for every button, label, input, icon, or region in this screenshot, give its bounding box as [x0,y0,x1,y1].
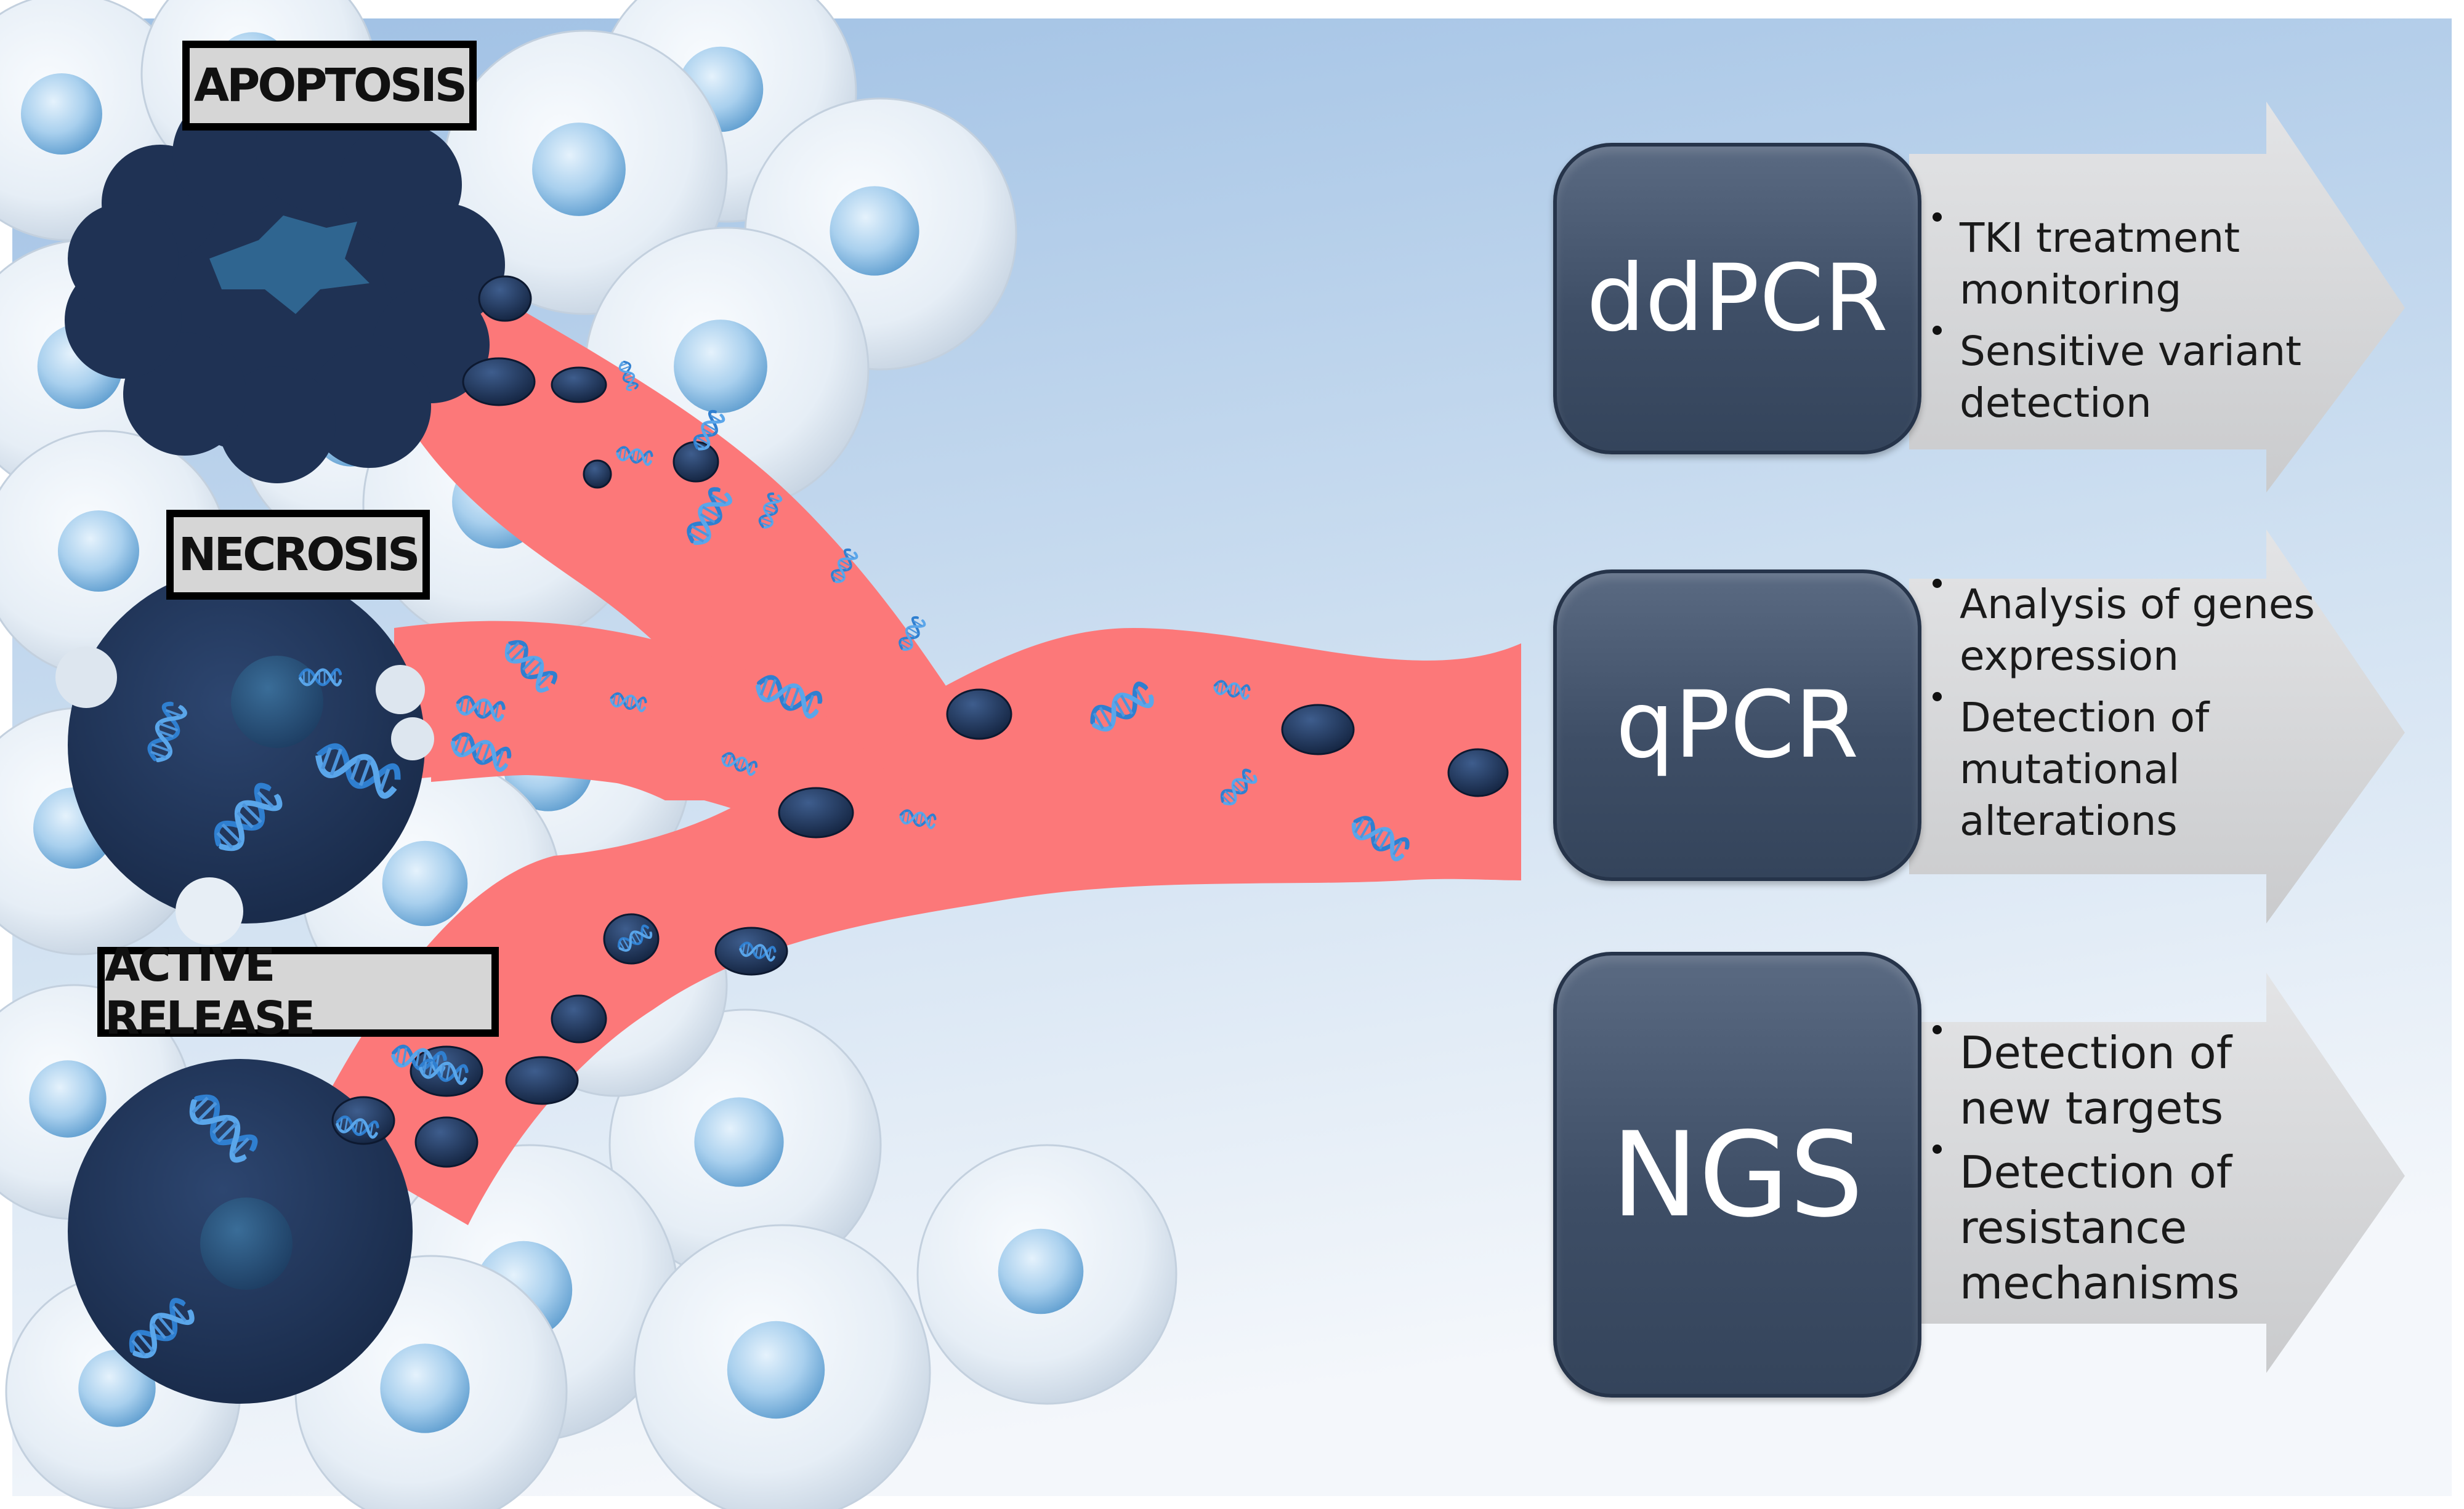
bullet-text: Analysis of genes expression [1960,581,2315,680]
arrows [1909,102,2405,1373]
method-box-ngs: NGS [1553,952,1921,1398]
label-necrosis: NECROSIS [166,510,430,600]
bullet-item: Sensitive variant detection [1928,326,2328,429]
method-box-ddpcr: ddPCR [1553,143,1921,454]
bullet-text: Detection of resistance mechanisms [1960,1146,2240,1309]
exosome-icon [778,787,854,839]
exosome-icon [1447,748,1509,797]
exosome-icon [478,275,532,322]
arrow-qpcr [1909,529,2405,924]
bullet-text: TKI treatment monitoring [1960,214,2240,313]
bullet-item: Detection of resistance mechanisms [1928,1145,2328,1311]
bullet-text: Sensitive variant detection [1960,328,2302,427]
necrotic-cell [55,566,434,945]
exosome-icon [505,1056,579,1105]
exosome-icon [462,357,536,406]
method-qpcr-label: qPCR [1615,672,1859,779]
method-ddpcr-label: ddPCR [1586,245,1888,352]
exosome-icon [583,459,612,489]
exosome-icon [414,1116,479,1168]
label-active-release: ACTIVE RELEASE [97,939,499,1045]
bullet-item: Detection of new targets [1928,1025,2328,1136]
qpcr-bullets: Analysis of genes expression Detection o… [1928,579,2328,847]
bullet-item: Analysis of genes expression [1928,579,2328,682]
vesicles [331,275,1509,1168]
exosome-icon [1281,704,1355,755]
blood-vessel-upper [394,234,961,800]
healthy-cell [916,1144,1177,1405]
bullet-item: Detection of mutational alterations [1928,692,2328,847]
ngs-bullets: Detection of new targets Detection of re… [1928,1025,2328,1311]
exosome-icon [551,994,607,1044]
bullet-text: Detection of mutational alterations [1960,694,2210,845]
method-ngs-label: NGS [1611,1106,1864,1243]
arrow-ngs [1909,973,2405,1373]
label-apoptosis: APOPTOSIS [182,41,477,131]
ddpcr-bullets: TKI treatment monitoring Sensitive varia… [1928,212,2328,429]
healthy-cell [633,1224,931,1509]
method-box-qpcr: qPCR [1553,569,1921,881]
exosome-icon [551,366,607,403]
bullet-item: TKI treatment monitoring [1928,212,2328,316]
arrow-ddpcr [1909,102,2405,493]
exosome-icon [946,688,1012,740]
bullet-text: Detection of new targets [1960,1027,2232,1134]
